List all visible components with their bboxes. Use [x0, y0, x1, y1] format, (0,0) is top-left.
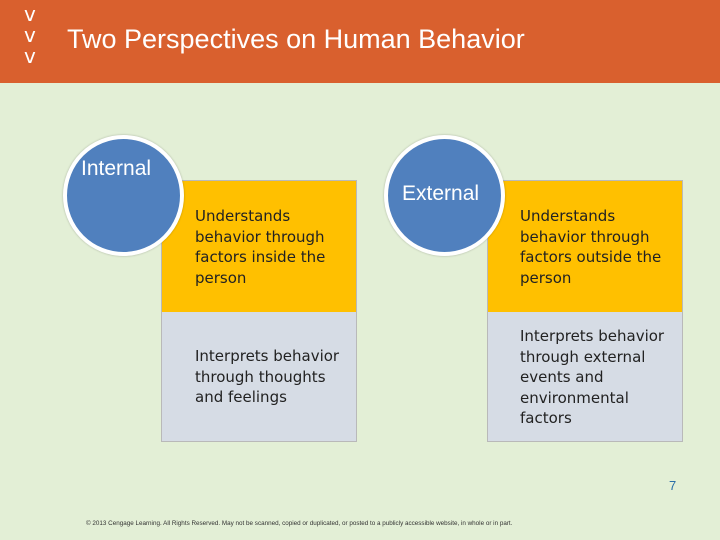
- copyright-footer: © 2013 Cengage Learning. All Rights Rese…: [86, 520, 513, 527]
- external-description-1: Understands behavior through factors out…: [520, 207, 662, 287]
- bullet-chevron-icon: v: [24, 2, 36, 26]
- external-description-2: Interprets behavior through external eve…: [520, 327, 665, 427]
- bullet-chevron-icon: v: [24, 23, 36, 47]
- internal-card: Understands behavior through factors ins…: [161, 180, 357, 442]
- internal-description-2: Interprets behavior through thoughts and…: [195, 347, 340, 406]
- bullet-chevron-icon: v: [24, 44, 36, 68]
- slide-title: Two Perspectives on Human Behavior: [67, 24, 525, 54]
- title-bar: v v v Two Perspectives on Human Behavior: [0, 0, 720, 83]
- bullet-markers: v v v: [24, 4, 44, 67]
- external-card-bottom: Interprets behavior through external eve…: [488, 312, 682, 441]
- external-card-top: Understands behavior through factors out…: [488, 181, 682, 312]
- internal-circle: Internal: [63, 135, 184, 256]
- external-label: External: [402, 182, 480, 205]
- external-circle: External: [384, 135, 505, 256]
- internal-card-bottom: Interprets behavior through thoughts and…: [162, 312, 356, 441]
- internal-card-top: Understands behavior through factors ins…: [162, 181, 356, 312]
- external-card: Understands behavior through factors out…: [487, 180, 683, 442]
- internal-label: Internal: [81, 157, 152, 180]
- internal-description-1: Understands behavior through factors ins…: [195, 207, 326, 287]
- page-number: 7: [669, 478, 677, 493]
